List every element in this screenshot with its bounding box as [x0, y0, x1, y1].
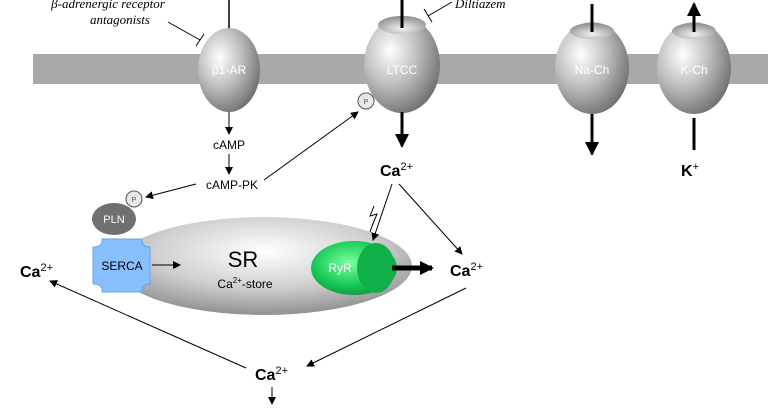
beta1-ar-label: β1-AR — [212, 63, 247, 77]
camp-label: cAMP — [213, 138, 245, 152]
diltiazem-label: Diltiazem — [454, 0, 506, 11]
lightning-tail — [369, 225, 373, 233]
pln-protein: PLN — [92, 203, 136, 235]
ryr-channel: RyR — [311, 241, 397, 295]
ltcc-ca-label: Ca2+ — [380, 161, 413, 180]
ltcc-label: LTCC — [387, 63, 418, 77]
na-channel-label: Na-Ch — [575, 63, 610, 77]
cytosol-to-bottom-arrow — [306, 287, 467, 367]
lightning-icon — [369, 205, 378, 227]
cytosol-ca-label: Ca2+ — [450, 261, 483, 280]
left-ca-label: Ca2+ — [20, 262, 53, 281]
sr-subtitle: Ca2+-store — [217, 276, 272, 291]
diltiazem-inhibit-bar — [423, 8, 433, 23]
diltiazem-inhibit-line — [427, 1, 453, 17]
serca-pump: SERCA — [92, 238, 151, 293]
pln-phospho-label: P — [132, 197, 137, 204]
pk-to-pln-arrow — [145, 183, 197, 200]
sr-title: SR — [228, 247, 259, 272]
camp-pk-label: cAMP-PK — [206, 178, 258, 192]
beta-blocker-inhibit-line — [167, 21, 201, 41]
k-channel: K-Ch — [657, 22, 731, 114]
k-ion-label: K+ — [681, 161, 699, 180]
ca-to-cytosol-arrow — [398, 183, 463, 255]
pln-phospho-circle — [125, 190, 143, 208]
bottom-ca-label: Ca2+ — [255, 365, 288, 384]
bottom-to-left-arrow — [49, 280, 247, 369]
beta-blocker-label-1: β-adrenergic receptor — [50, 0, 166, 11]
beta-blocker-label-2: antagonists — [90, 12, 150, 27]
ltcc-phospho-label: P — [364, 99, 369, 106]
pln-label: PLN — [103, 214, 124, 226]
k-channel-label: K-Ch — [680, 63, 707, 77]
serca-label: SERCA — [101, 259, 142, 273]
na-channel: Na-Ch — [555, 22, 629, 114]
ca-to-ryr-arrow — [371, 183, 393, 241]
ltcc-channel: LTCC — [364, 16, 440, 113]
pk-to-ltcc-arrow — [263, 111, 359, 181]
ltcc-phospho-circle — [357, 92, 375, 110]
beta-blocker-inhibit-bar — [195, 33, 205, 47]
ryr-label: RyR — [328, 261, 352, 275]
beta1-ar-receptor: β1-AR — [198, 28, 260, 112]
